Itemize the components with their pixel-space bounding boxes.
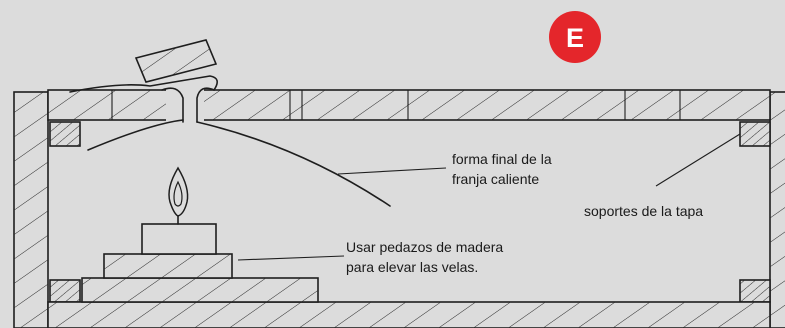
- lid-board: [47, 89, 771, 121]
- label-lid-supports: soportes de la tapa: [584, 203, 703, 219]
- floor-support-right: [739, 279, 771, 303]
- wood-stack: [81, 253, 319, 303]
- right-wall: [769, 91, 785, 328]
- candle: [141, 215, 217, 255]
- floor-support-left: [49, 279, 81, 303]
- label-strip-line-1: forma final de la: [452, 151, 552, 167]
- floor-board: [47, 301, 771, 328]
- hot-strip: [87, 119, 391, 207]
- loose-block: [134, 39, 218, 83]
- leader-line-wood: [237, 255, 345, 261]
- label-strip-line-2: franja caliente: [452, 171, 539, 187]
- label-strip-shape: forma final de la franja caliente: [452, 151, 556, 187]
- label-wood-line-2: para elevar las velas.: [346, 259, 478, 275]
- lid-slot: [161, 86, 215, 124]
- candle-flame-icon: [168, 166, 189, 217]
- leader-line-strip: [337, 167, 447, 175]
- label-wood-line-1: Usar pedazos de madera: [346, 239, 503, 255]
- lid-support-left: [49, 121, 81, 147]
- wire: [69, 75, 218, 93]
- lid-support-right: [739, 121, 771, 147]
- step-badge: E: [549, 11, 601, 63]
- left-wall: [13, 91, 49, 328]
- label-wood-pieces: Usar pedazos de madera para elevar las v…: [346, 239, 507, 275]
- leader-line-supports: [655, 133, 741, 187]
- step-badge-letter: E: [566, 23, 584, 53]
